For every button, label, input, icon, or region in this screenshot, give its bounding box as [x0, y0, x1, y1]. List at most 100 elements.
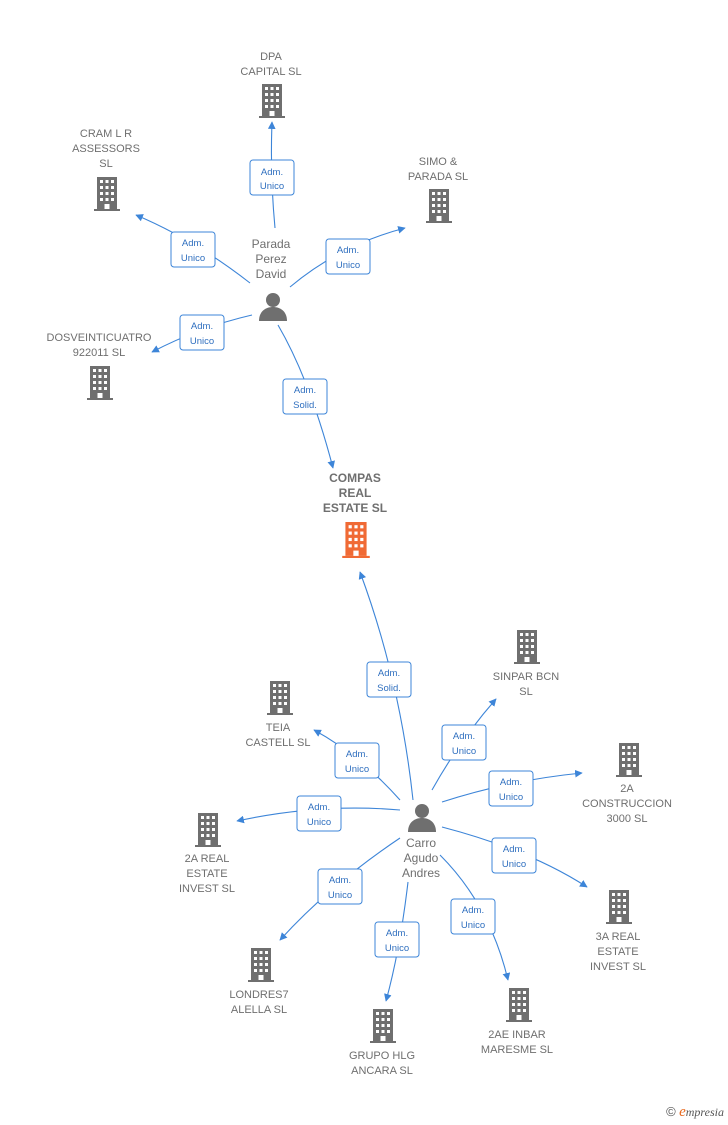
company-node-teia-castell[interactable]: TEIA CASTELL SL — [245, 681, 311, 749]
svg-text:Adm.: Adm. — [182, 238, 204, 249]
svg-text:922011 SL: 922011 SL — [73, 347, 125, 359]
svg-text:CONSTRUCCION: CONSTRUCCION — [582, 798, 672, 810]
svg-text:Adm.: Adm. — [191, 321, 213, 332]
svg-text:Unico: Unico — [345, 764, 369, 775]
svg-text:Adm.: Adm. — [453, 731, 475, 742]
building-icon — [94, 177, 120, 211]
company-node-londres7-alella[interactable]: LONDRES7 ALELLA SL — [229, 948, 289, 1016]
svg-text:ESTATE SL: ESTATE SL — [323, 501, 387, 515]
edge-tag[interactable]: Adm. Unico — [249, 159, 295, 196]
building-icon — [267, 681, 293, 715]
edge-tag[interactable]: Adm. Unico — [488, 770, 534, 807]
svg-text:LONDRES7: LONDRES7 — [229, 989, 288, 1001]
svg-text:Adm.: Adm. — [329, 875, 351, 886]
svg-text:PARADA SL: PARADA SL — [408, 171, 468, 183]
svg-text:Andres: Andres — [402, 866, 440, 880]
edge-tag[interactable]: Adm. Unico — [325, 238, 371, 275]
edge-tag[interactable]: Adm. Unico — [296, 795, 342, 832]
svg-text:ESTATE: ESTATE — [186, 868, 227, 880]
svg-text:SIMO &: SIMO & — [419, 156, 458, 168]
svg-text:Unico: Unico — [307, 817, 331, 828]
svg-text:Adm.: Adm. — [500, 777, 522, 788]
brand-initial: e — [679, 1104, 686, 1120]
svg-text:Agudo: Agudo — [404, 851, 439, 865]
svg-text:Unico: Unico — [385, 943, 409, 954]
edge-tag[interactable]: Adm. Unico — [170, 231, 216, 268]
svg-text:INVEST SL: INVEST SL — [590, 961, 646, 973]
svg-text:ALELLA SL: ALELLA SL — [231, 1004, 287, 1016]
svg-text:REAL: REAL — [339, 486, 372, 500]
building-icon — [87, 366, 113, 400]
svg-text:2A: 2A — [620, 783, 634, 795]
person-icon — [259, 293, 287, 321]
company-node-2a-real-estate-invest[interactable]: 2A REAL ESTATE INVEST SL — [179, 813, 235, 895]
building-icon — [259, 84, 285, 118]
company-node-compas-real-estate[interactable]: COMPAS REAL ESTATE SL — [323, 471, 387, 558]
svg-text:3A REAL: 3A REAL — [596, 931, 641, 943]
svg-text:ANCARA SL: ANCARA SL — [351, 1065, 413, 1077]
edge-tag[interactable]: Adm. Unico — [491, 837, 537, 874]
edge-tag[interactable]: Adm. Unico — [334, 742, 380, 779]
building-icon — [514, 630, 540, 664]
svg-text:Adm.: Adm. — [346, 749, 368, 760]
building-icon — [195, 813, 221, 847]
building-icon — [616, 743, 642, 777]
svg-text:Parada: Parada — [252, 237, 291, 251]
svg-text:Adm.: Adm. — [462, 905, 484, 916]
svg-text:GRUPO HLG: GRUPO HLG — [349, 1050, 415, 1062]
svg-text:3000 SL: 3000 SL — [607, 813, 648, 825]
svg-text:CASTELL SL: CASTELL SL — [245, 737, 310, 749]
svg-text:TEIA: TEIA — [266, 722, 291, 734]
person-icon — [408, 804, 436, 832]
svg-text:Adm.: Adm. — [261, 167, 283, 178]
company-node-grupo-hlg-ancara[interactable]: GRUPO HLG ANCARA SL — [349, 1009, 415, 1077]
building-icon — [342, 522, 370, 558]
svg-text:Carro: Carro — [406, 836, 436, 850]
svg-text:CAPITAL SL: CAPITAL SL — [240, 66, 301, 78]
person-node-parada-perez-david[interactable]: Parada Perez David — [252, 237, 291, 321]
svg-text:MARESME SL: MARESME SL — [481, 1044, 553, 1056]
company-node-simo-parada[interactable]: SIMO & PARADA SL — [408, 156, 468, 223]
company-node-cram-assessors[interactable]: CRAM L R ASSESSORS SL — [72, 128, 140, 211]
edge-tag[interactable]: Adm. Solid. — [282, 378, 328, 415]
svg-text:Unico: Unico — [328, 890, 352, 901]
edge-tag[interactable]: Adm. Unico — [441, 724, 487, 761]
svg-text:Adm.: Adm. — [337, 245, 359, 256]
brand-name: mpresia — [685, 1105, 724, 1119]
building-icon — [248, 948, 274, 982]
svg-text:Unico: Unico — [181, 253, 205, 264]
edge-tag[interactable]: Adm. Unico — [374, 921, 420, 958]
svg-text:ASSESSORS: ASSESSORS — [72, 143, 140, 155]
company-node-dosveinticuatro[interactable]: DOSVEINTICUATRO 922011 SL — [47, 332, 152, 400]
svg-text:Adm.: Adm. — [294, 385, 316, 396]
edge-tag[interactable]: Adm. Unico — [450, 898, 496, 935]
company-node-2a-construccion-3000[interactable]: 2A CONSTRUCCION 3000 SL — [582, 743, 672, 825]
svg-text:Solid.: Solid. — [293, 400, 317, 411]
svg-text:David: David — [256, 267, 287, 281]
svg-text:Unico: Unico — [499, 792, 523, 803]
svg-text:Unico: Unico — [502, 859, 526, 870]
svg-text:Adm.: Adm. — [386, 928, 408, 939]
svg-text:2A REAL: 2A REAL — [185, 853, 230, 865]
person-node-carro-agudo-andres[interactable]: Carro Agudo Andres — [402, 804, 440, 880]
svg-text:Adm.: Adm. — [308, 802, 330, 813]
edge-tag[interactable]: Adm. Unico — [317, 868, 363, 905]
svg-text:Perez: Perez — [255, 252, 286, 266]
building-icon — [506, 988, 532, 1022]
svg-text:2AE INBAR: 2AE INBAR — [488, 1029, 546, 1041]
copyright-symbol: © — [666, 1104, 676, 1119]
edge-tag[interactable]: Adm. Solid. — [366, 661, 412, 698]
building-icon — [370, 1009, 396, 1043]
svg-text:Solid.: Solid. — [377, 683, 401, 694]
company-node-dpa-capital[interactable]: DPA CAPITAL SL — [240, 51, 302, 118]
company-node-3a-real-estate-invest[interactable]: 3A REAL ESTATE INVEST SL — [590, 890, 646, 973]
svg-text:ESTATE: ESTATE — [597, 946, 638, 958]
edge-tag[interactable]: Adm. Unico — [179, 314, 225, 351]
svg-text:DOSVEINTICUATRO: DOSVEINTICUATRO — [47, 332, 152, 344]
building-icon — [606, 890, 632, 924]
svg-text:Unico: Unico — [190, 336, 214, 347]
company-node-2ae-inbar-maresme[interactable]: 2AE INBAR MARESME SL — [481, 988, 553, 1056]
svg-text:SL: SL — [99, 158, 112, 170]
company-node-sinpar-bcn[interactable]: SINPAR BCN SL — [493, 630, 559, 698]
svg-text:SINPAR BCN: SINPAR BCN — [493, 671, 559, 683]
